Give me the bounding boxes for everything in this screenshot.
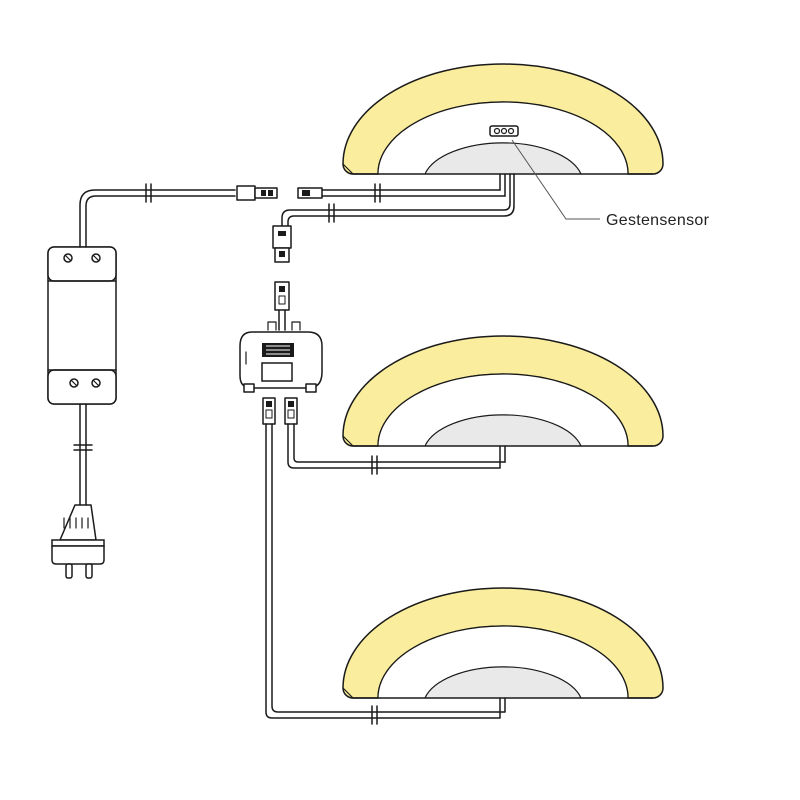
euro-plug (51, 504, 105, 579)
lamp-middle (342, 335, 664, 447)
gesture-sensor (489, 125, 600, 220)
splitter-outputs (262, 397, 298, 425)
splitter (239, 321, 323, 393)
lamp-bottom (342, 587, 664, 699)
lamp-middle-cable (287, 423, 506, 475)
mains-cable (73, 403, 93, 506)
lamp-top-cable (281, 173, 515, 227)
lamp-top (342, 63, 664, 175)
lamp-bottom-cable (265, 423, 506, 725)
psu-output-cable (79, 183, 236, 248)
connector-pair-mid (272, 225, 292, 331)
connector-pair-top (236, 185, 506, 201)
power-supply (47, 246, 117, 405)
gesture-sensor-label: Gestensensor (606, 212, 710, 229)
